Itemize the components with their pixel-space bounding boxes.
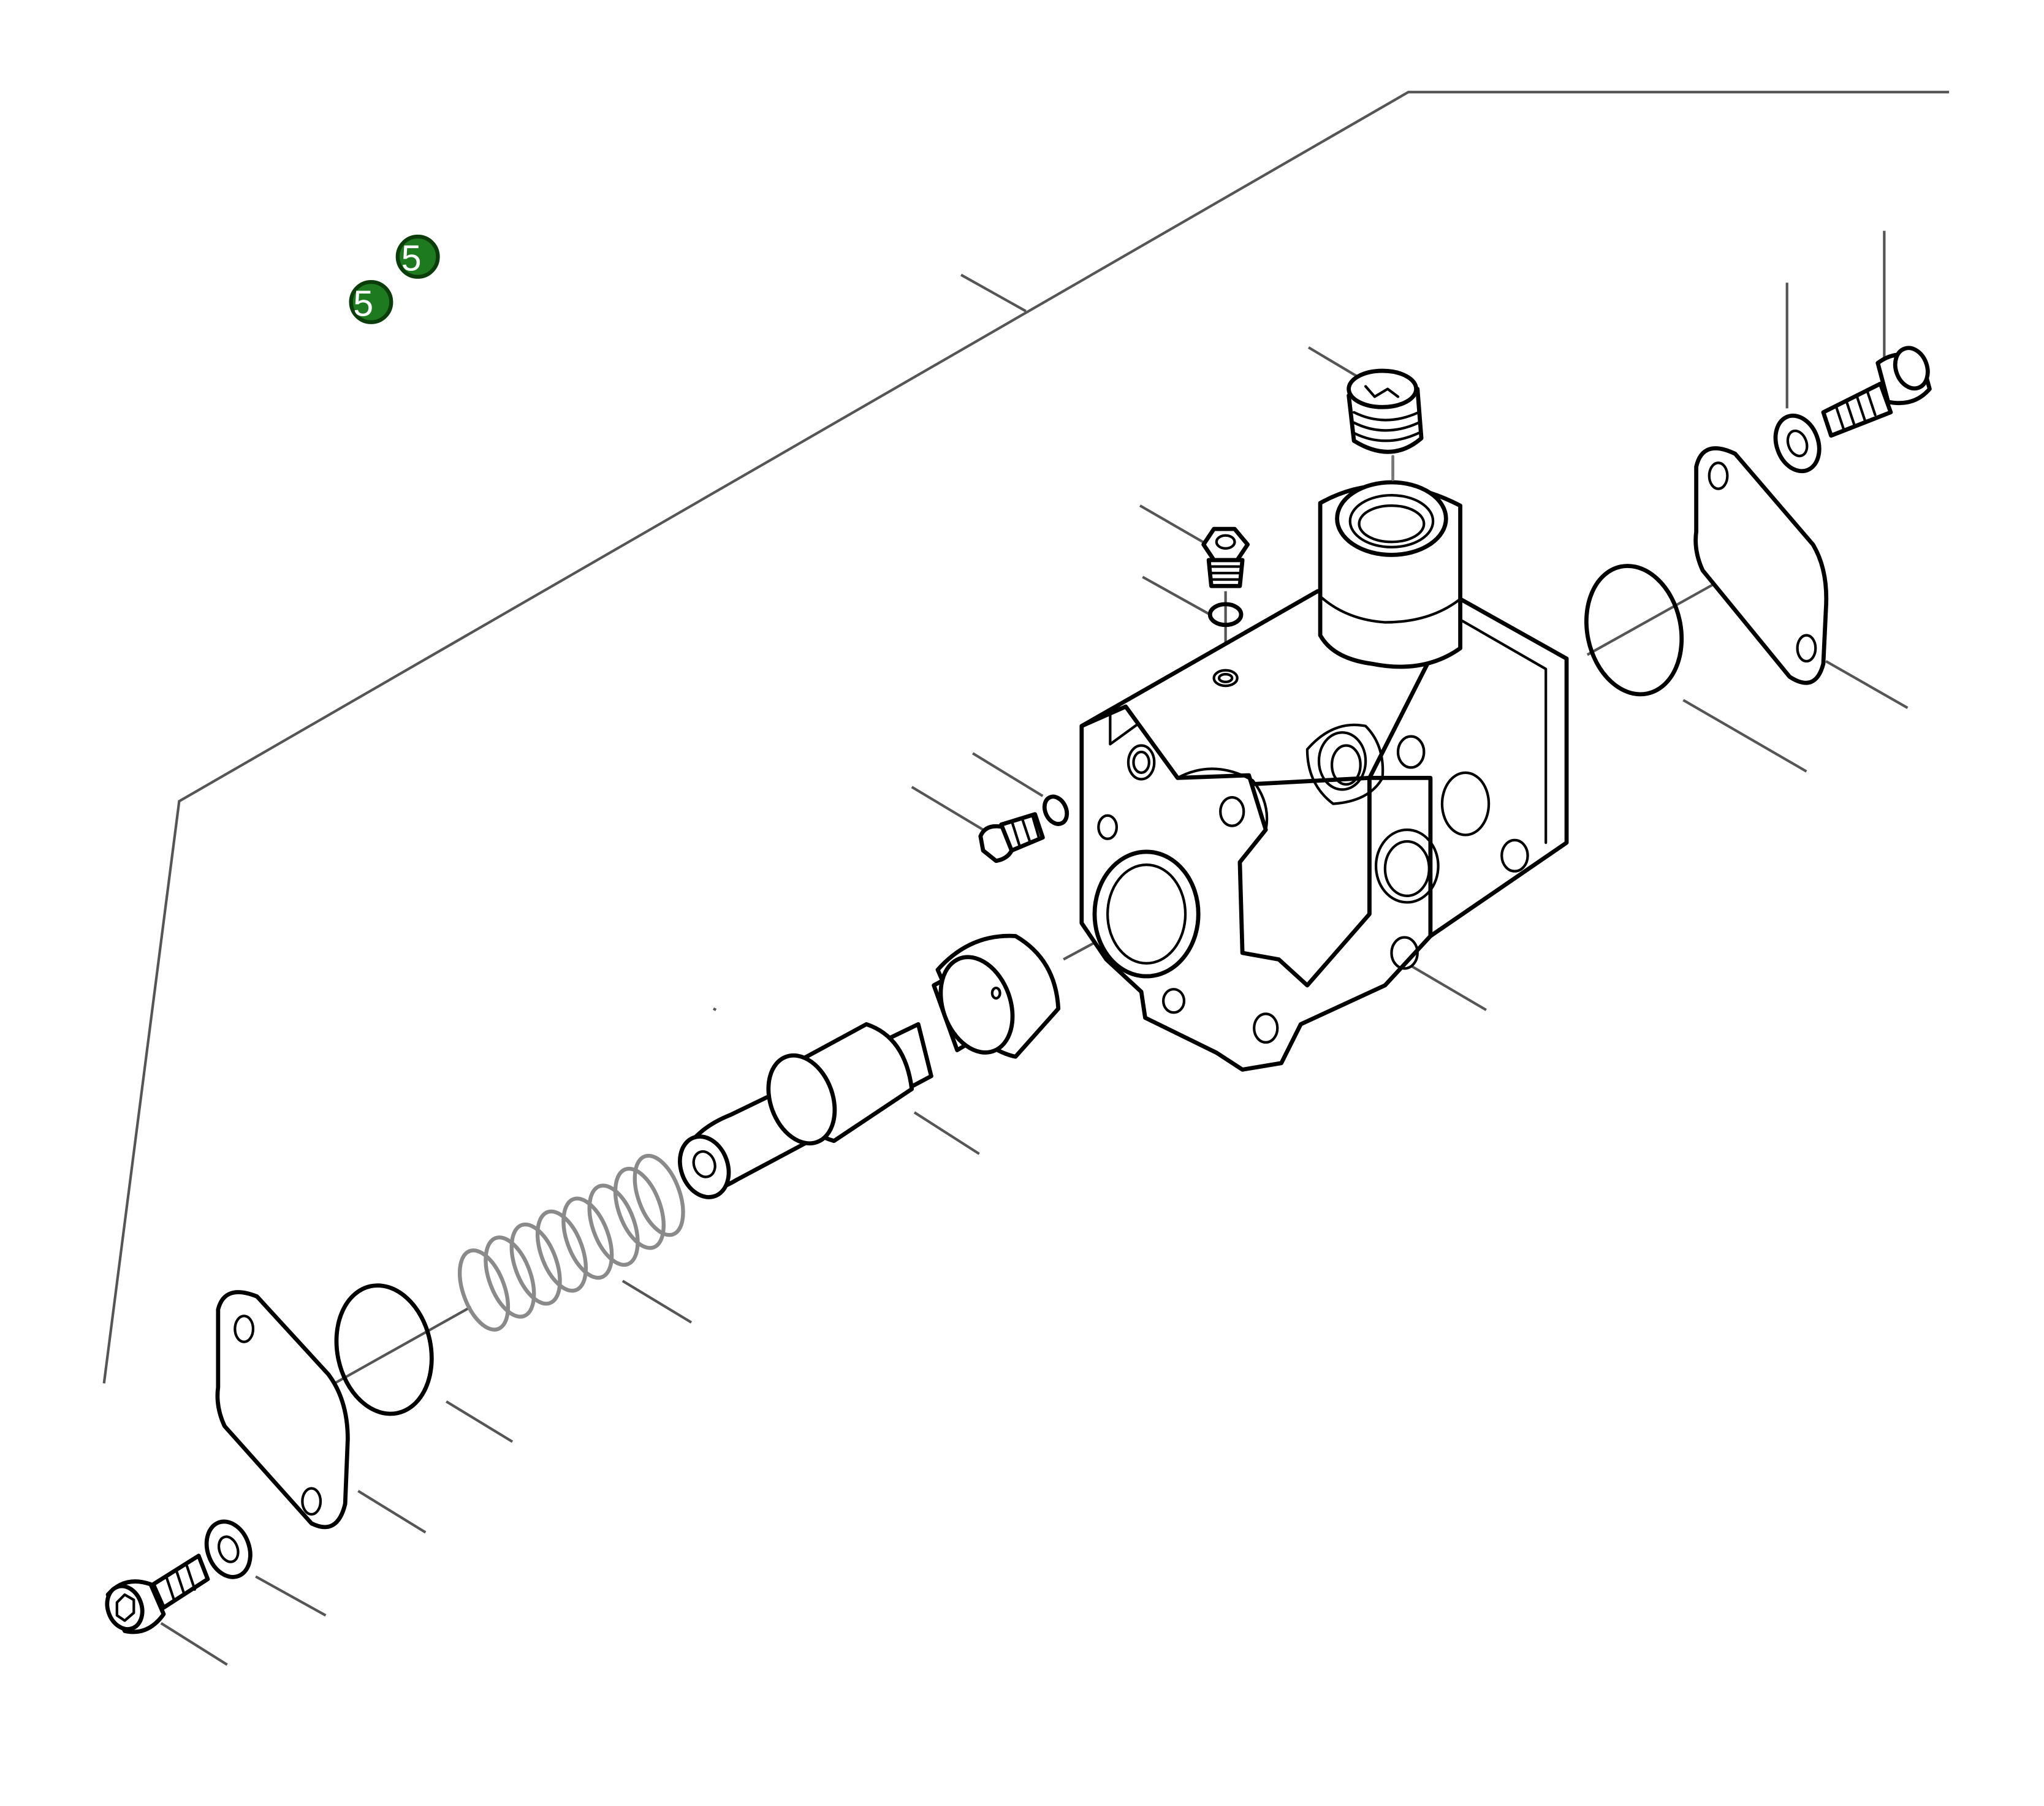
right-cap-screw-icon xyxy=(1821,346,1932,438)
callout-badge-b[interactable]: 5 xyxy=(349,279,393,324)
right-washer-icon xyxy=(1773,413,1822,474)
cap-screw-icon xyxy=(105,1554,210,1634)
callout-badge-a[interactable]: 5 xyxy=(395,234,440,279)
side-hex-plug-icon xyxy=(978,812,1045,863)
left-o-ring-icon xyxy=(334,1283,434,1416)
assembly-boundary-lines xyxy=(102,91,1950,1384)
callout-badge-b-circle[interactable] xyxy=(349,279,393,324)
slotted-plug-icon xyxy=(1347,368,1424,454)
spool-icon xyxy=(678,933,1061,1199)
right-cover-plate-icon xyxy=(1693,446,1829,685)
valve-housing-icon xyxy=(1079,480,1569,1072)
side-o-ring-icon xyxy=(1042,794,1069,826)
callout-badge-b-label: 5 xyxy=(353,283,373,324)
right-o-ring-icon xyxy=(1584,564,1684,697)
washer-icon xyxy=(204,1519,253,1579)
spring-icon xyxy=(458,1153,685,1332)
o-ring-icon xyxy=(1207,602,1244,628)
callout-badge-a-circle[interactable] xyxy=(395,234,440,279)
cover-plate-icon xyxy=(215,1290,350,1530)
callout-badge-a-label: 5 xyxy=(401,238,422,279)
hex-plug-icon xyxy=(1201,526,1250,588)
